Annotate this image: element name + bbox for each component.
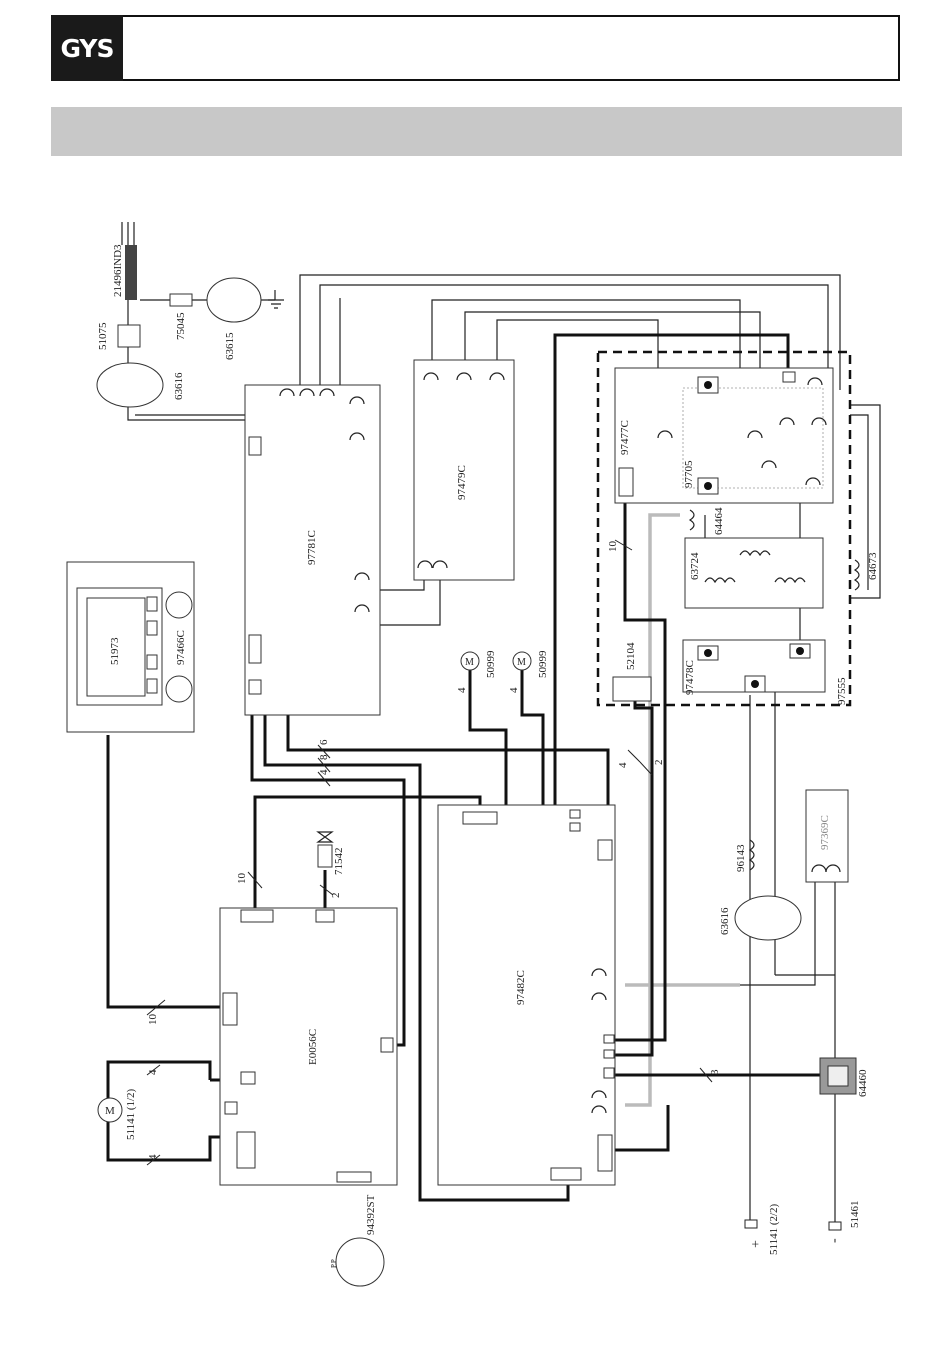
count-w2-valve: 2 [330,893,342,899]
earth-symbol [268,290,284,308]
label-ferrite-top: 63615 [224,332,236,360]
label-main-board: E0056C [307,1029,319,1065]
label-fan2-m: M [517,657,526,668]
label-plug: 21496IND3 [112,244,124,297]
count-w4-fan2: 4 [508,687,520,693]
label-motor-m: M [105,1105,115,1117]
count-w4-right: 4 [617,762,629,768]
label-inlet: 51075 [97,322,109,350]
label-display-board: 97466C [175,630,187,665]
label-fan1: 50999 [485,650,497,678]
label-sign-minus: - [827,1238,842,1243]
count-w10-top: 10 [607,541,619,553]
ferrite-63616-right [735,896,801,940]
label-board-97369: 97369C [819,815,831,850]
label-board-64464: 64464 [713,507,725,535]
connector-94392st [336,1238,384,1286]
ferrite-63616-left [97,363,163,407]
count-w4-motor-bot: 4 [147,1154,159,1160]
count-w2-right: 2 [653,760,665,766]
output-minus-terminal [829,1222,841,1230]
inductor-64673 [855,560,859,590]
count-w8: 8 [318,754,330,760]
mains-plug [122,222,137,300]
label-valve: 71542 [333,848,345,876]
count-w3: 3 [709,1069,721,1075]
label-board-97479: 97479C [456,465,468,500]
count-w4-fan1: 4 [456,687,468,693]
transformer-63724 [685,538,823,608]
ferrite-63615 [207,278,261,322]
label-transformer: 63724 [689,552,701,580]
label-display: 51973 [109,637,121,665]
count-w4-mid: 4 [318,769,330,775]
label-terminal: 75045 [175,312,187,340]
label-ferrite-right: 63616 [719,907,731,935]
label-board-97555: 97555 [836,677,848,705]
label-pp: P.P [330,1259,338,1268]
sensor-52104 [613,677,651,701]
label-board-97705: 97705 [683,460,695,488]
count-w4-motor-top: 4 [147,1069,159,1075]
count-w10-left: 10 [147,1014,159,1026]
label-inductor-96143: 96143 [735,844,747,872]
valve-symbol [318,832,332,842]
output-plus-terminal [745,1220,757,1228]
count-w10-main: 10 [236,873,248,885]
label-inductor-64673: 64673 [867,552,879,580]
inductor-64464 [690,510,694,530]
label-out-plus: 51141 (2/2) [768,1203,780,1255]
label-board-97781: 97781C [306,530,318,565]
valve-71542 [318,845,332,867]
terminal-75045 [170,294,192,306]
label-board-97477: 97477C [619,420,631,455]
label-bridge: 64460 [857,1069,869,1097]
label-power-board: 97482C [515,970,527,1005]
label-sensor: 52104 [625,642,637,670]
label-motor: 51141 (1/2) [125,1088,137,1140]
inlet-51075 [118,325,140,347]
label-ferrite-left: 63616 [173,372,185,400]
label-connector: 94392ST [365,1194,377,1235]
label-board-97478: 97478C [684,660,696,695]
label-fan1-m: M [465,657,474,668]
label-sign-plus: + [749,1240,764,1248]
bridge-64460 [820,1058,856,1094]
count-w6: 6 [318,739,330,745]
label-out-minus: 51461 [849,1201,861,1229]
label-fan2: 50999 [537,650,549,678]
